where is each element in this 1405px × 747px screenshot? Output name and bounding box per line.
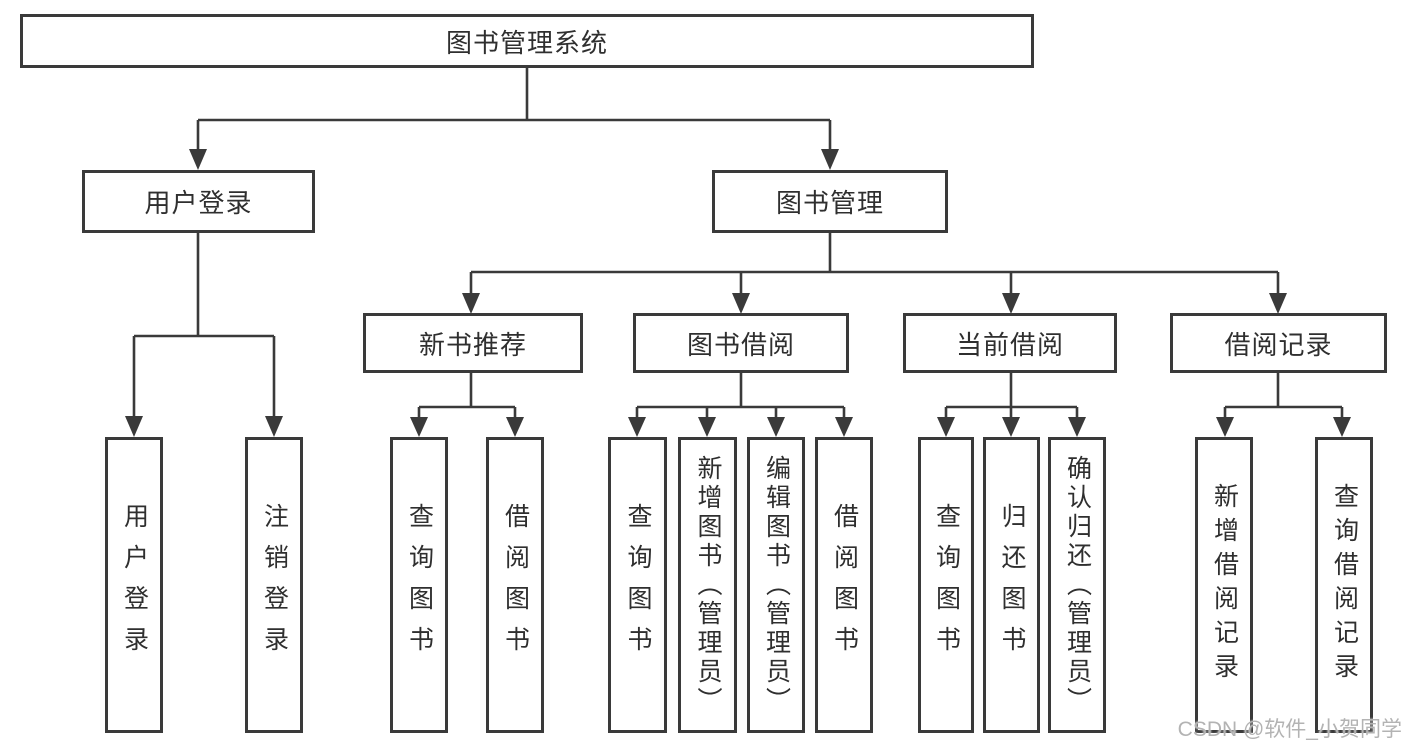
leaf-current-query-books: 查询图书 — [918, 437, 974, 733]
node-borrow-records-label: 借阅记录 — [1224, 329, 1333, 360]
leaf-records-add-record: 新增借阅记录 — [1195, 437, 1253, 733]
leaf-borrow-edit-books: 编辑图书（管理员） — [747, 437, 805, 733]
node-user-login-label: 用户登录 — [144, 188, 253, 218]
watermark: CSDN @软件_小贺同学 — [1177, 718, 1402, 741]
leaf-current-query-books-label: 查询图书 — [932, 503, 961, 667]
leaf-borrow-add-books-label: 新增图书（管理员） — [694, 454, 722, 716]
leaf-logout-label: 注销登录 — [260, 503, 289, 667]
node-book-management-label: 图书管理 — [775, 188, 884, 218]
leaf-logout: 注销登录 — [245, 437, 303, 733]
node-user-login: 用户登录 — [82, 170, 315, 233]
leaf-user-login-label: 用户登录 — [120, 503, 149, 667]
node-root-label: 图书管理系统 — [445, 27, 608, 58]
leaf-recommend-borrow-books-label: 借阅图书 — [501, 503, 530, 667]
leaf-current-return-books: 归还图书 — [983, 437, 1040, 733]
node-root: 图书管理系统 — [20, 14, 1034, 68]
leaf-current-confirm-return: 确认归还（管理员） — [1048, 437, 1106, 733]
node-current-borrow: 当前借阅 — [903, 313, 1117, 373]
leaf-borrow-query-books-label: 查询图书 — [624, 503, 652, 667]
leaf-recommend-query-books: 查询图书 — [390, 437, 448, 733]
node-book-borrow-label: 图书借阅 — [686, 329, 795, 360]
node-new-book-recommend: 新书推荐 — [363, 313, 583, 373]
leaf-current-return-books-label: 归还图书 — [998, 503, 1026, 667]
leaf-recommend-borrow-books: 借阅图书 — [486, 437, 544, 733]
leaf-borrow-query-books: 查询图书 — [608, 437, 667, 733]
leaf-borrow-edit-books-label: 编辑图书（管理员） — [762, 454, 791, 716]
leaf-borrow-add-books: 新增图书（管理员） — [678, 437, 737, 733]
node-borrow-records: 借阅记录 — [1170, 313, 1387, 373]
node-book-management: 图书管理 — [712, 170, 948, 233]
leaf-current-confirm-return-label: 确认归还（管理员） — [1063, 454, 1092, 716]
leaf-borrow-borrow-books: 借阅图书 — [815, 437, 873, 733]
node-current-borrow-label: 当前借阅 — [955, 329, 1064, 360]
leaf-records-query-record: 查询借阅记录 — [1315, 437, 1373, 733]
leaf-records-query-record-label: 查询借阅记录 — [1330, 483, 1359, 687]
leaf-records-add-record-label: 新增借阅记录 — [1210, 483, 1239, 687]
node-book-borrow: 图书借阅 — [633, 313, 849, 373]
node-new-book-recommend-label: 新书推荐 — [418, 329, 527, 360]
leaf-user-login: 用户登录 — [105, 437, 163, 733]
leaf-recommend-query-books-label: 查询图书 — [405, 503, 434, 667]
leaf-borrow-borrow-books-label: 借阅图书 — [830, 503, 859, 667]
